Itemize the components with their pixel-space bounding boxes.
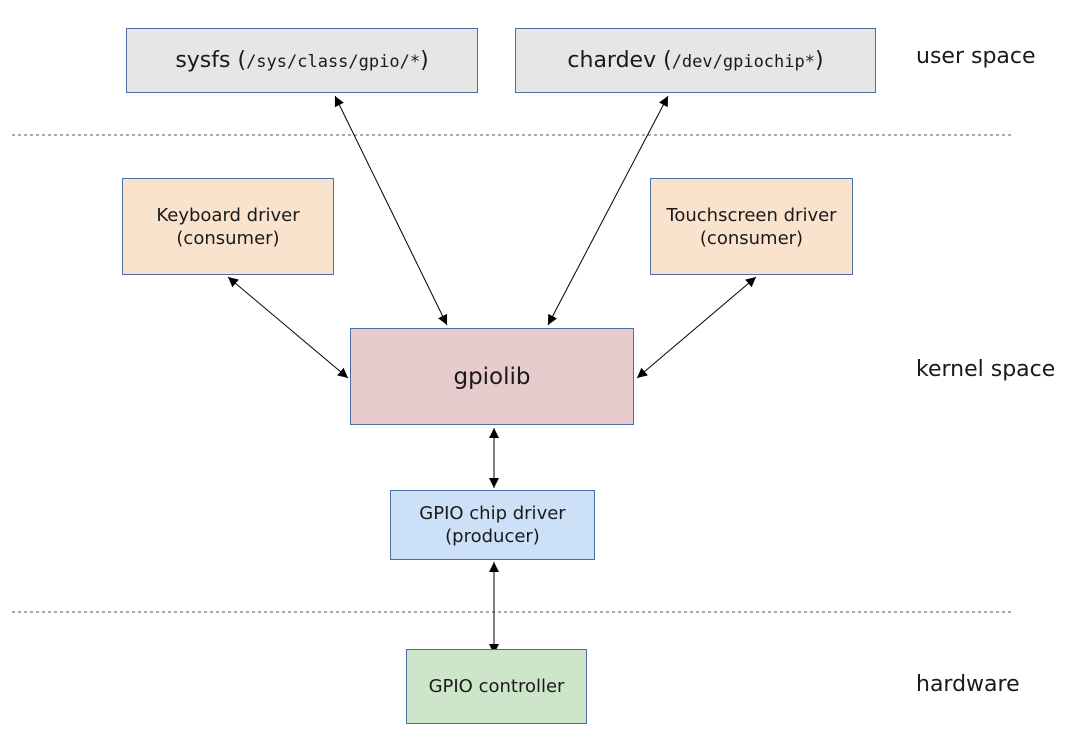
sysfs-path: /sys/class/gpio/* bbox=[246, 52, 421, 72]
chardev-path: /dev/gpiochip* bbox=[671, 52, 815, 72]
kernel-space-label: kernel space bbox=[916, 357, 1056, 382]
keyboard-driver-box: Keyboard driver (consumer) bbox=[122, 178, 334, 275]
touchscreen-driver-box: Touchscreen driver (consumer) bbox=[650, 178, 853, 275]
sysfs-name: sysfs bbox=[175, 48, 231, 73]
chardev-label: chardev (/dev/gpiochip*) bbox=[567, 48, 823, 73]
arrow-keyboard-gpiolib bbox=[227, 276, 349, 379]
sysfs-close-paren: ) bbox=[420, 48, 429, 73]
arrow-touchscreen-gpiolib bbox=[636, 276, 757, 379]
arrow-sysfs-gpiolib bbox=[334, 95, 448, 326]
sysfs-open-paren: ( bbox=[230, 48, 247, 73]
chardev-close-paren: ) bbox=[814, 48, 824, 73]
keyboard-driver-title: Keyboard driver bbox=[156, 204, 300, 226]
gpio-chip-driver-box: GPIO chip driver (producer) bbox=[390, 490, 595, 560]
sysfs-label: sysfs (/sys/class/gpio/*) bbox=[175, 48, 428, 73]
user-space-label: user space bbox=[916, 44, 1036, 69]
touchscreen-driver-role: (consumer) bbox=[699, 227, 804, 249]
gpio-chip-driver-role: (producer) bbox=[445, 526, 540, 547]
gpio-chip-driver-title: GPIO chip driver bbox=[419, 503, 566, 524]
gpiolib-box: gpiolib bbox=[350, 328, 634, 425]
keyboard-driver-role: (consumer) bbox=[176, 227, 280, 249]
hardware-label: hardware bbox=[916, 672, 1020, 697]
chardev-box: chardev (/dev/gpiochip*) bbox=[515, 28, 876, 93]
arrow-chardev-gpiolib bbox=[547, 95, 669, 326]
gpio-controller-label: GPIO controller bbox=[428, 676, 565, 697]
gpio-controller-box: GPIO controller bbox=[406, 649, 587, 724]
chardev-name: chardev bbox=[567, 48, 657, 73]
gpiolib-label: gpiolib bbox=[453, 363, 531, 390]
sysfs-box: sysfs (/sys/class/gpio/*) bbox=[126, 28, 478, 93]
touchscreen-driver-title: Touchscreen driver bbox=[666, 204, 837, 226]
chardev-open-paren: ( bbox=[656, 48, 672, 73]
